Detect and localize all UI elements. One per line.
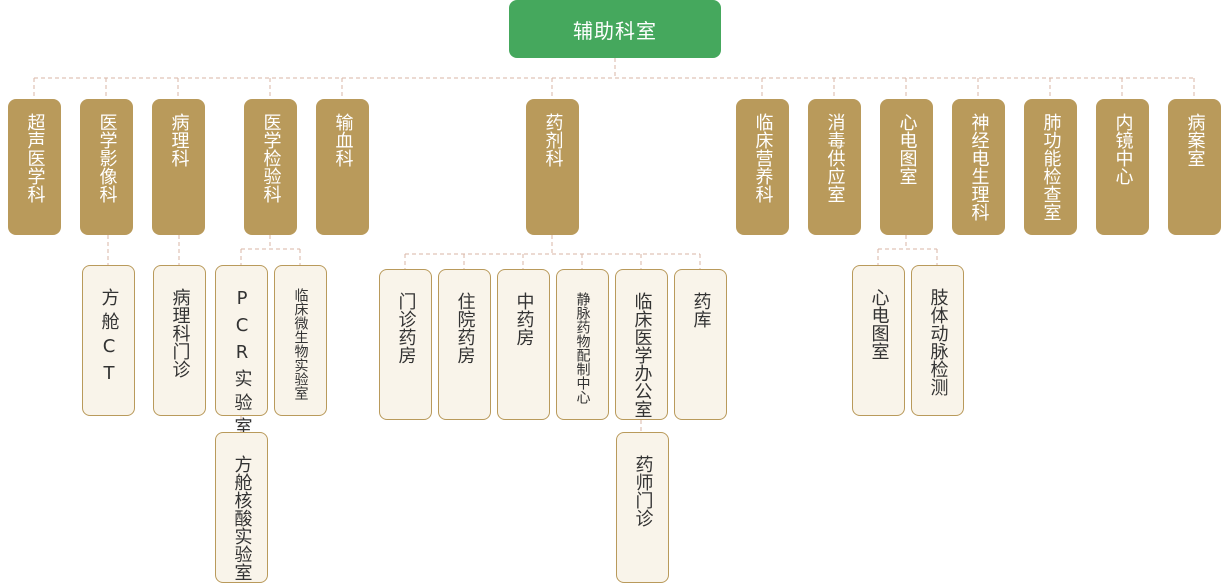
- unit-pcr-lab: PCR实验室: [215, 265, 268, 441]
- dept-pathology: 病理科: [152, 99, 205, 235]
- unit-ecg-room: 心电图室: [852, 265, 905, 416]
- dept-label: 药剂科: [542, 113, 564, 167]
- unit-inpatient-pharmacy: 住院药房: [438, 269, 491, 420]
- dept-medical-records: 病案室: [1168, 99, 1221, 235]
- dept-pharmacy: 药剂科: [526, 99, 579, 235]
- unit-pathology-clinic: 病理科门诊: [153, 265, 206, 416]
- unit-label: 心电图室: [868, 288, 890, 360]
- dept-endoscopy-center: 内镜中心: [1096, 99, 1149, 235]
- unit-clinical-medicine-office: 临床医学办公室: [615, 269, 668, 420]
- dept-pulmonary-function: 肺功能检查室: [1024, 99, 1077, 235]
- unit-label: 临床微生物实验室: [292, 288, 309, 400]
- dept-ecg: 心电图室: [880, 99, 933, 235]
- unit-limb-artery-test: 肢体动脉检测: [911, 265, 964, 416]
- dept-ultrasound: 超声医学科: [8, 99, 61, 235]
- dept-label: 神经电生理科: [968, 113, 990, 221]
- dept-laboratory: 医学检验科: [244, 99, 297, 235]
- dept-label: 内镜中心: [1112, 113, 1134, 185]
- root-label: 辅助科室: [573, 18, 657, 43]
- unit-tcm-pharmacy: 中药房: [497, 269, 550, 420]
- dept-label: 消毒供应室: [824, 113, 846, 203]
- dept-label: 超声医学科: [24, 113, 46, 203]
- unit-label: 门诊药房: [395, 292, 417, 364]
- dept-blood-transfusion: 输血科: [316, 99, 369, 235]
- dept-label: 临床营养科: [752, 113, 774, 203]
- unit-drug-warehouse: 药库: [674, 269, 727, 420]
- dept-label: 心电图室: [896, 113, 918, 185]
- dept-medical-imaging: 医学影像科: [80, 99, 133, 235]
- dept-label: 病理科: [168, 113, 190, 167]
- dept-neuro-electrophysiology: 神经电生理科: [952, 99, 1005, 235]
- unit-label: 方舱核酸实验室: [231, 455, 253, 581]
- unit-pharmacist-clinic: 药师门诊: [616, 432, 669, 583]
- unit-label: 静脉药物配制中心: [574, 292, 591, 404]
- dept-label: 医学检验科: [260, 113, 282, 203]
- root-node: 辅助科室: [509, 0, 721, 58]
- unit-label: 住院药房: [454, 292, 476, 364]
- unit-label: 药师门诊: [632, 455, 654, 527]
- unit-label: 临床医学办公室: [631, 292, 653, 418]
- unit-cabin-nucleic-acid-lab: 方舱核酸实验室: [215, 432, 268, 583]
- dept-label: 病案室: [1184, 113, 1206, 167]
- unit-label: 病理科门诊: [169, 288, 191, 378]
- unit-iv-admixture-center: 静脉药物配制中心: [556, 269, 609, 420]
- unit-label: 药库: [690, 292, 712, 328]
- unit-label: 方舱CT: [98, 288, 120, 390]
- dept-label: 医学影像科: [96, 113, 118, 203]
- unit-clinical-microbiology-lab: 临床微生物实验室: [274, 265, 327, 416]
- dept-clinical-nutrition: 临床营养科: [736, 99, 789, 235]
- dept-label: 肺功能检查室: [1040, 113, 1062, 221]
- dept-label: 输血科: [332, 113, 354, 167]
- unit-outpatient-pharmacy: 门诊药房: [379, 269, 432, 420]
- dept-disinfection-supply: 消毒供应室: [808, 99, 861, 235]
- unit-label: 肢体动脉检测: [927, 288, 949, 396]
- unit-label: 中药房: [513, 292, 535, 346]
- unit-label: PCR实验室: [231, 288, 253, 441]
- unit-cabin-ct: 方舱CT: [82, 265, 135, 416]
